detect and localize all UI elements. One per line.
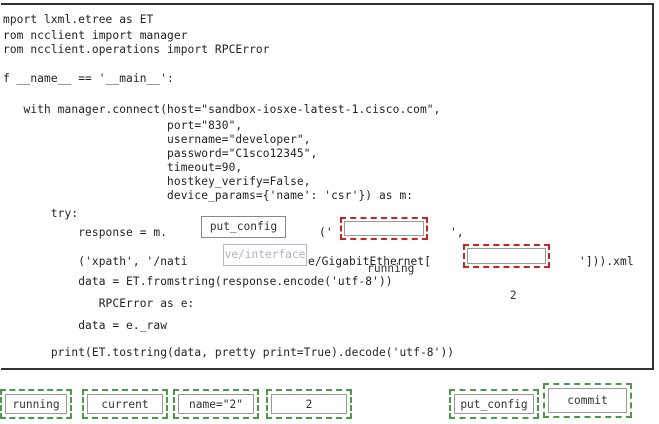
answer-tile-commit[interactable]: commit xyxy=(543,383,632,418)
answer-tile-put-config[interactable]: put_config xyxy=(449,389,539,419)
code-line: device_params={'name': 'csr'}) as m: xyxy=(3,189,414,202)
tile-frame: commit xyxy=(548,388,627,413)
code-fragment: ', xyxy=(450,226,464,239)
code-line: port="830", xyxy=(3,119,243,132)
datastore-drop-zone[interactable]: running xyxy=(340,217,428,275)
tile-frame: 2 xyxy=(271,394,347,414)
code-fragment: e/GigabitEthernet[ xyxy=(308,255,431,268)
answer-tile-name-2[interactable]: name="2" xyxy=(173,389,259,419)
code-line: password="C1sco12345", xyxy=(3,147,318,160)
code-line: hostkey_verify=False, xyxy=(3,175,311,188)
datastore-drop-value: running xyxy=(367,262,415,275)
code-line: rom ncclient.operations import RPCError xyxy=(3,43,270,56)
code-line: data = e._raw xyxy=(3,319,168,332)
code-line: response = m. xyxy=(3,226,168,239)
code-line: data = ET.fromstring(response.encode('ut… xyxy=(3,275,393,288)
tile-label: running xyxy=(12,398,60,411)
code-line: mport lxml.etree as ET xyxy=(3,13,154,26)
code-fragment: (' xyxy=(319,226,333,239)
tile-label: name="2" xyxy=(189,398,243,411)
tile-frame: name="2" xyxy=(178,394,254,414)
index-drop-zone[interactable]: 2 xyxy=(463,244,550,302)
code-line: username="developer", xyxy=(3,133,311,146)
code-line: with manager.connect(host="sandbox-iosxe… xyxy=(3,103,441,116)
tile-label: put_config xyxy=(460,398,528,411)
tile-frame: current xyxy=(87,394,163,414)
code-line: f __name__ == '__main__': xyxy=(3,72,174,85)
code-line: print(ET.tostring(data, pretty print=Tru… xyxy=(3,346,455,359)
answer-tile-running[interactable]: running xyxy=(0,389,72,419)
code-line: timeout=90, xyxy=(3,161,243,174)
code-line: rom ncclient import manager xyxy=(3,29,188,42)
tile-label: commit xyxy=(567,394,608,407)
code-fragment: '])).xml xyxy=(579,255,634,268)
tile-label: current xyxy=(101,398,149,411)
interface-drop-zone[interactable]: ve/interface xyxy=(223,244,307,266)
answer-tile-2[interactable]: 2 xyxy=(266,389,352,419)
code-line: RPCError as e: xyxy=(3,297,195,310)
tile-label: 2 xyxy=(305,398,313,411)
drop-zone-inner-frame xyxy=(344,221,424,236)
tile-frame: running xyxy=(5,394,67,414)
code-line: try: xyxy=(3,207,79,220)
answer-tile-current[interactable]: current xyxy=(82,389,168,419)
method-drop-zone[interactable]: put_config xyxy=(201,216,286,238)
drop-zone-inner-frame xyxy=(467,248,546,264)
code-panel: mport lxml.etree as ET rom ncclient impo… xyxy=(1,3,654,370)
tile-frame: put_config xyxy=(454,394,534,414)
index-drop-value: 2 xyxy=(509,289,517,302)
code-line: ('xpath', '/nati xyxy=(3,255,188,268)
